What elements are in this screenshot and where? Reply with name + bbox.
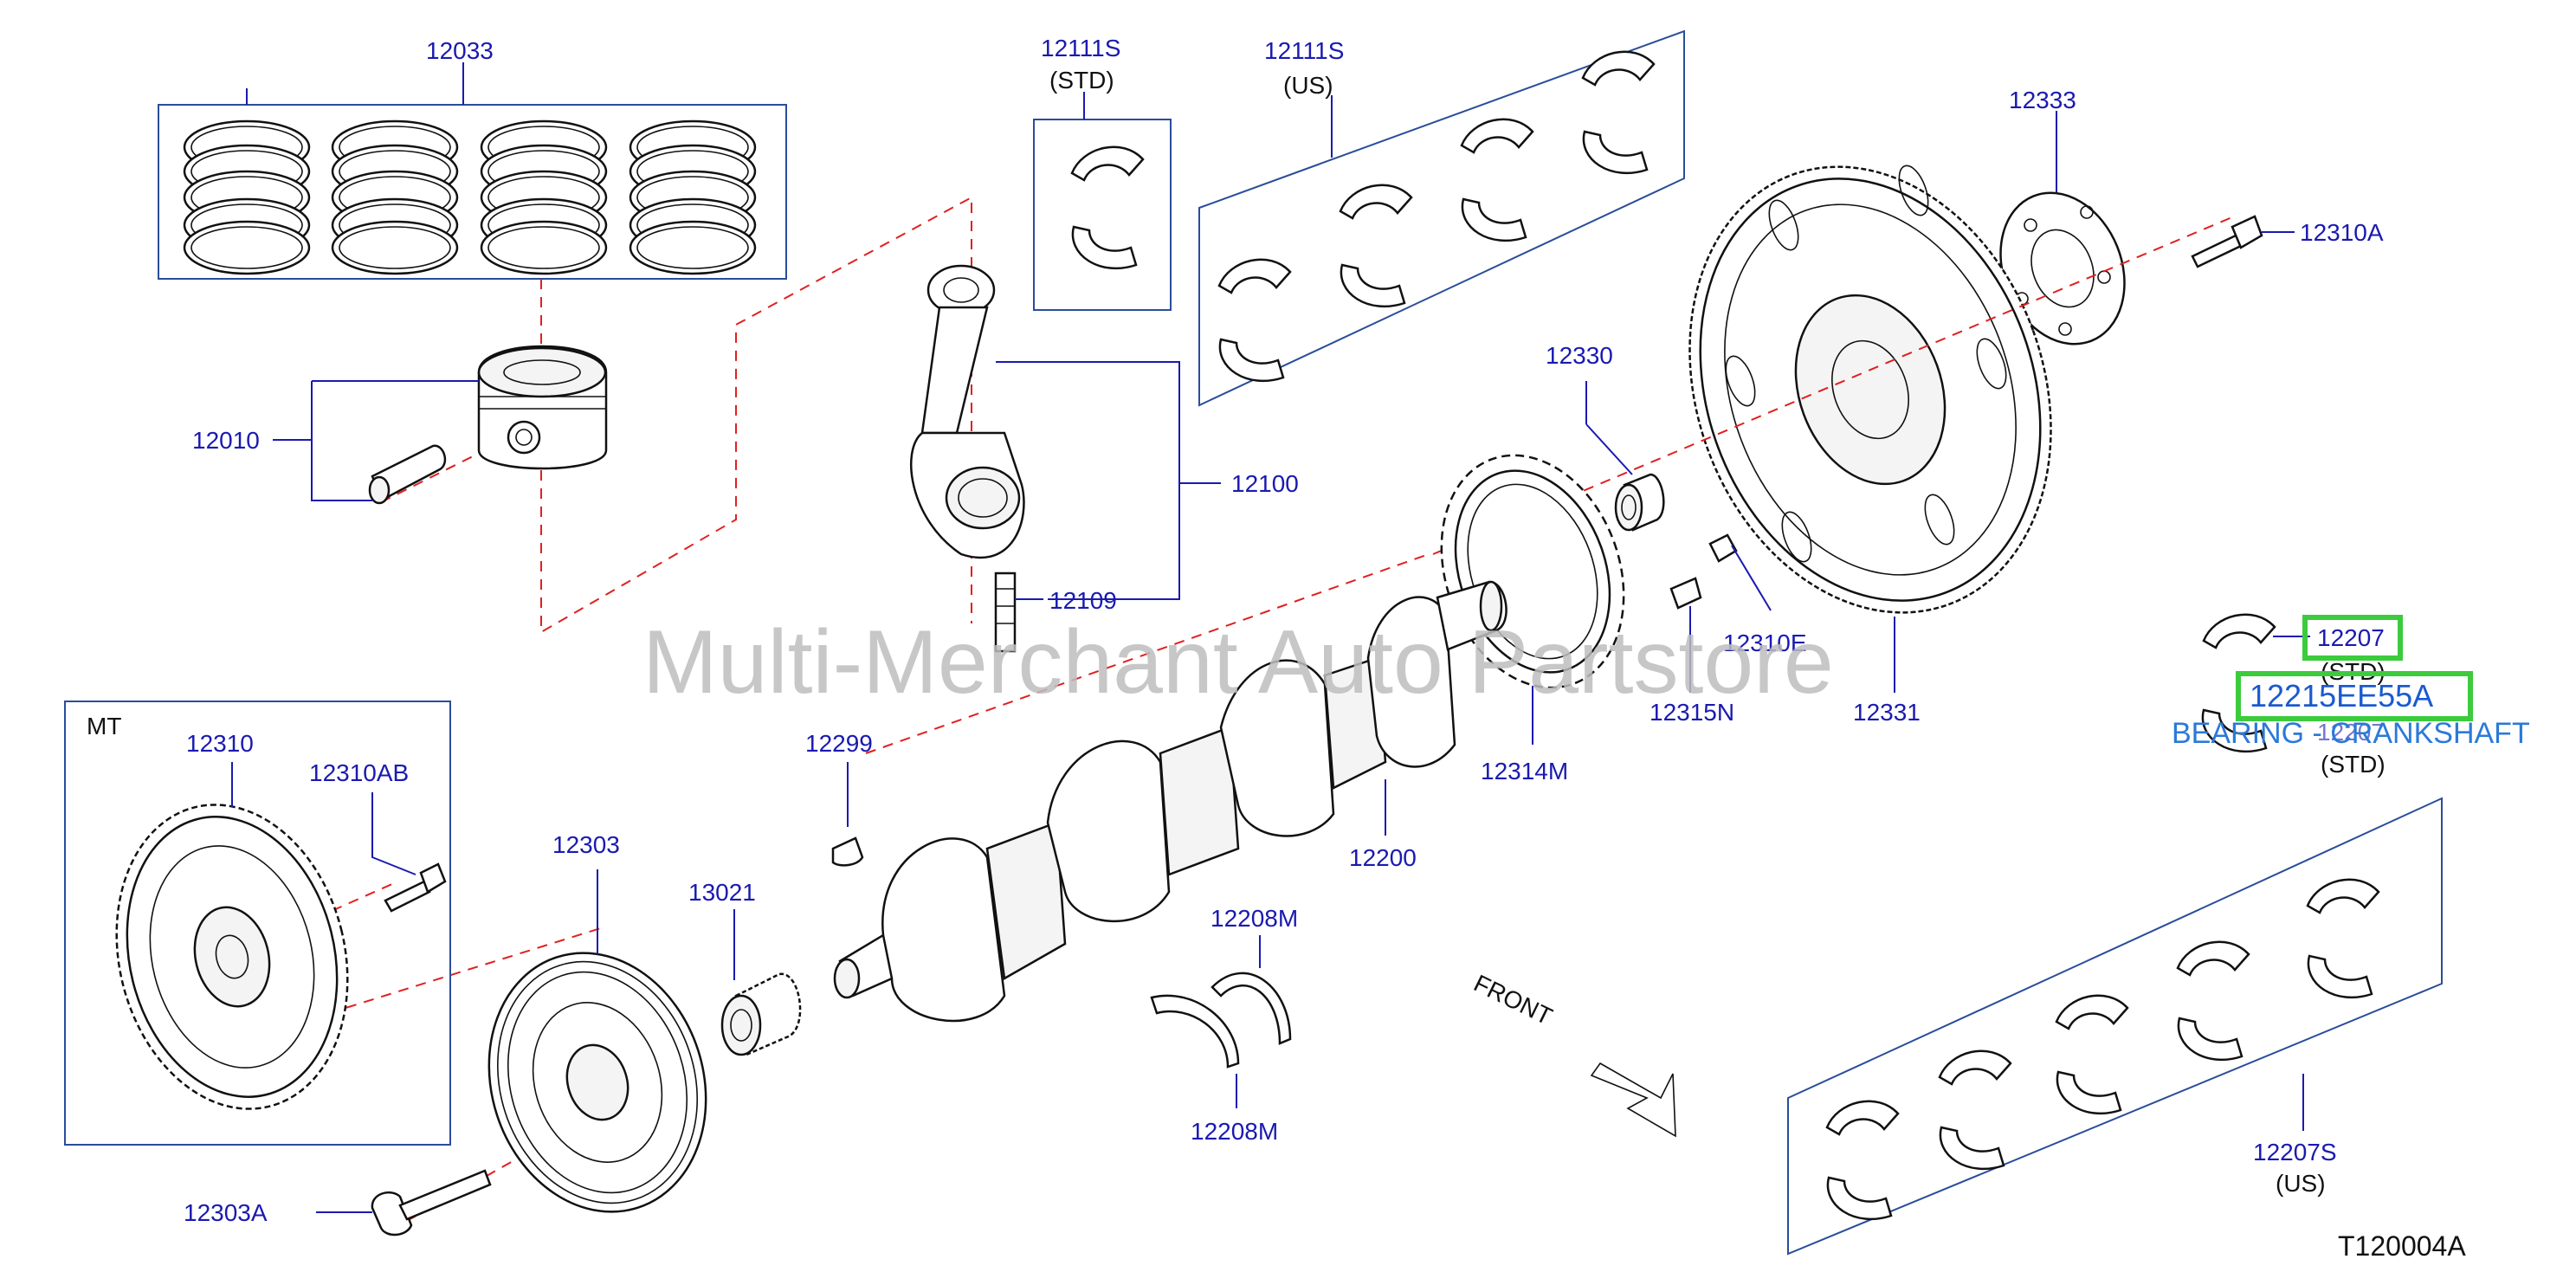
note-12207-second: (STD) [2321, 751, 2386, 778]
label-12310e: 12310E [1723, 630, 1807, 656]
piston-ring-set[interactable]: 12033 [158, 37, 787, 280]
highlighted-part[interactable]: 12215EE55A BEARING - CRANKSHAFT [2172, 615, 2530, 750]
label-12207-second: 12207 [2317, 719, 2385, 746]
label-12310: 12310 [186, 730, 254, 757]
label-12331: 12331 [1853, 699, 1921, 726]
drive-plate-bolt[interactable]: 12315N [1650, 577, 1734, 726]
crank-sprocket[interactable]: 13021 [688, 879, 802, 1056]
connecting-rod-bearing-std[interactable]: 12111S (STD) [1033, 35, 1172, 311]
front-label: FRONT [1469, 970, 1556, 1030]
crankshaft[interactable]: 12200 [833, 580, 1508, 1023]
label-12299: 12299 [805, 730, 873, 757]
label-12310ab: 12310AB [309, 759, 409, 786]
flywheel[interactable] [86, 780, 378, 1133]
pulley-bolt[interactable]: 12303A [184, 1169, 492, 1237]
highlight-description: BEARING - CRANKSHAFT [2172, 717, 2530, 750]
label-12111s-std: 12111S [1041, 35, 1120, 61]
connecting-rod-bearing-us[interactable]: 12111S (US) [1198, 29, 1685, 407]
label-12315n: 12315N [1650, 699, 1734, 726]
note-12111s-std: (STD) [1049, 67, 1114, 94]
note-12111s-us: (US) [1283, 72, 1333, 99]
connecting-rod-bolt[interactable]: 12109 [994, 571, 1117, 653]
label-12200: 12200 [1349, 844, 1417, 871]
front-indicator: FRONT [1469, 970, 1676, 1138]
label-12208m-top: 12208M [1211, 905, 1298, 932]
connecting-rod[interactable]: 12100 [910, 264, 1299, 600]
label-12303a: 12303A [184, 1199, 268, 1226]
flywheel-bolt-mt[interactable] [384, 862, 447, 913]
flywheel-bolt[interactable]: 12310A [2191, 215, 2384, 268]
note-12207s: (US) [2276, 1170, 2326, 1197]
piston[interactable]: 12010 [192, 345, 608, 505]
label-12207s: 12207S [2253, 1139, 2337, 1166]
flywheel-plate[interactable]: 12333 [1979, 87, 2147, 363]
label-12310a: 12310A [2300, 219, 2384, 246]
label-12330: 12330 [1546, 342, 1613, 369]
drive-plate[interactable]: 12331 [1630, 116, 2111, 726]
label-12033: 12033 [426, 37, 494, 64]
label-12100: 12100 [1231, 470, 1299, 497]
thrust-bearing[interactable]: 12208M 12208M [1150, 905, 1298, 1145]
diagram-code: T120004A [2338, 1230, 2466, 1262]
label-12111s-us: 12111S [1264, 37, 1344, 64]
label-12208m-bottom: 12208M [1191, 1118, 1278, 1145]
highlight-part-number: 12215EE55A [2250, 678, 2433, 714]
dowel-pin[interactable]: 12310E [1708, 533, 1807, 656]
label-12303: 12303 [552, 831, 620, 858]
woodruff-key[interactable]: 12299 [805, 730, 873, 867]
label-12109: 12109 [1049, 587, 1117, 614]
crank-pulley[interactable]: 12303 [456, 831, 739, 1240]
watermark: Multi-Merchant Auto Partstore [642, 612, 1834, 713]
pilot-bushing[interactable]: 12330 [1546, 342, 1665, 532]
label-12010: 12010 [192, 427, 260, 454]
mt-label: MT [87, 713, 121, 739]
main-bearing-us[interactable]: 12207S (US) [1787, 797, 2443, 1256]
label-12314m: 12314M [1481, 758, 1568, 785]
label-12333: 12333 [2009, 87, 2076, 113]
label-13021: 13021 [688, 879, 756, 906]
mt-flywheel-group[interactable]: MT 12310 12310AB [64, 701, 451, 1146]
label-12207: 12207 [2317, 624, 2385, 651]
